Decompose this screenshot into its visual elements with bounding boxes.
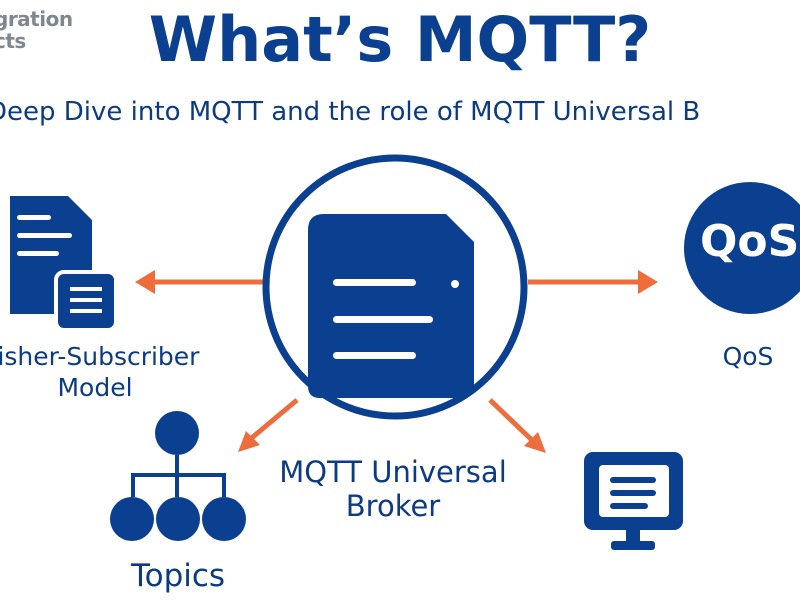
logo-text: gration cts xyxy=(0,7,73,53)
monitor-icon xyxy=(584,452,683,550)
pubsub-label: lisher-Subscriber Model xyxy=(0,342,200,402)
arrow-right xyxy=(528,270,658,294)
arrow-lower-left xyxy=(238,398,299,452)
qos-icon xyxy=(684,182,800,314)
qos-icon-text: QoS xyxy=(700,216,800,267)
arrow-left xyxy=(135,270,265,294)
broker-node xyxy=(262,154,528,420)
arrows xyxy=(135,270,658,453)
topics-label: Topics xyxy=(130,558,226,594)
arrow-lower-right xyxy=(488,398,546,453)
hierarchy-icon xyxy=(110,411,246,541)
server-icon xyxy=(308,214,474,398)
page-subtitle: Deep Dive into MQTT and the role of MQTT… xyxy=(0,97,701,127)
qos-label: QoS xyxy=(722,342,774,371)
document-icon xyxy=(10,196,118,332)
broker-label: MQTT Universal Broker xyxy=(279,455,507,523)
page-title: What’s MQTT? xyxy=(148,3,652,76)
